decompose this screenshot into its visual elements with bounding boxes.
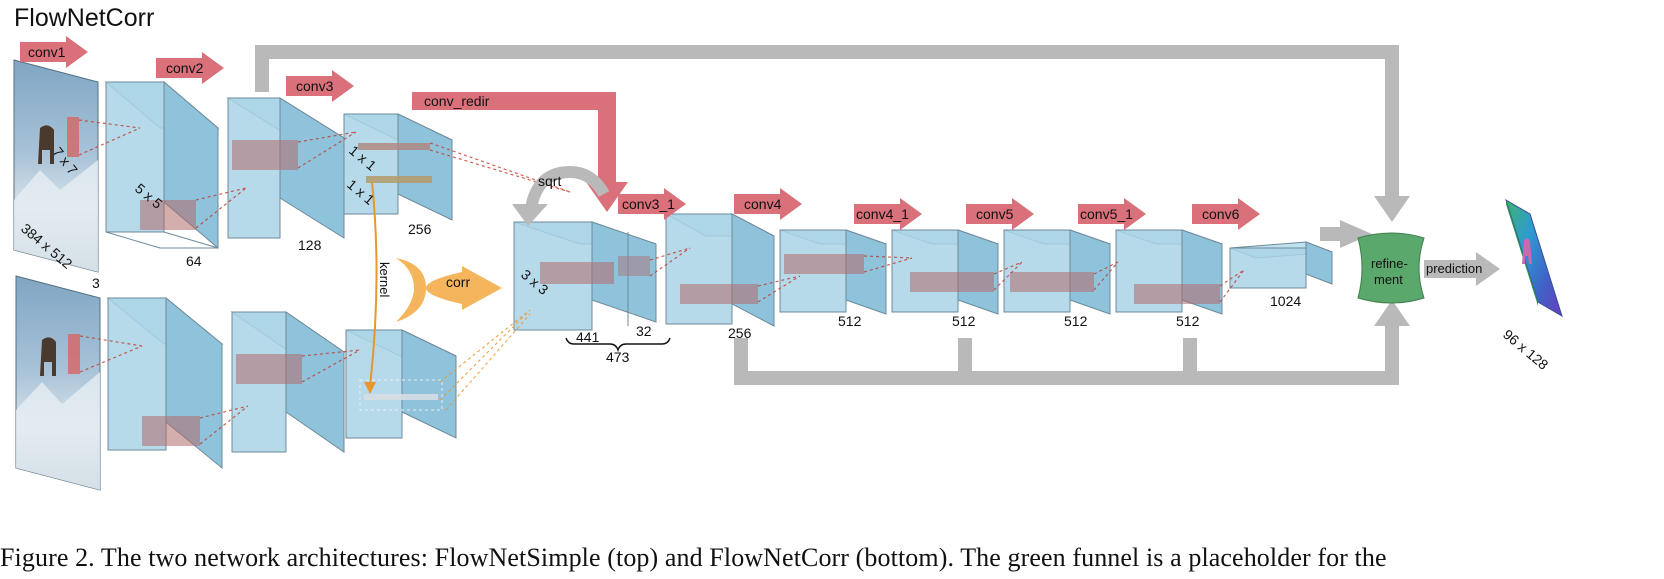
sqrt-label: sqrt xyxy=(538,173,561,189)
conv4_1-label: conv4_1 xyxy=(856,206,909,222)
conv3-label: conv3 xyxy=(296,78,334,94)
conv-arrows xyxy=(20,36,1260,230)
block-conv1-output xyxy=(104,80,220,250)
dim-512-b: 512 xyxy=(952,313,976,329)
block-conv4-output xyxy=(779,229,887,315)
output-flow-image xyxy=(1505,198,1563,318)
corr-arrow xyxy=(396,258,502,322)
dim-128: 128 xyxy=(298,237,322,253)
conv5-label: conv5 xyxy=(976,206,1014,222)
refinement-label-2: ment xyxy=(1374,272,1403,287)
block-conv5-output xyxy=(1003,229,1111,315)
corr-label: corr xyxy=(446,274,470,290)
conv6-arrow xyxy=(1192,198,1260,230)
conv2-label: conv2 xyxy=(166,60,204,76)
refinement-funnel xyxy=(1357,232,1425,304)
conv5-arrow xyxy=(966,198,1034,230)
block-conv2-output xyxy=(226,97,346,239)
input-image-bottom xyxy=(15,275,101,491)
conv2-arrow xyxy=(156,52,224,84)
block-conv3-output xyxy=(343,113,453,221)
dim-32: 32 xyxy=(636,323,652,339)
kernel-line xyxy=(364,181,378,394)
block-conv3_1-output xyxy=(665,213,775,327)
conv4_1-arrow xyxy=(854,198,922,230)
conv3_1-arrow xyxy=(618,188,686,220)
block-conv3-output-bottom xyxy=(345,329,457,439)
kernel-label: kernel xyxy=(377,262,392,298)
conv4-arrow xyxy=(734,188,802,220)
block-correlation xyxy=(513,221,657,331)
sqrt-arrow xyxy=(512,165,610,226)
block-conv4_1-output xyxy=(891,229,999,315)
conv4-label: conv4 xyxy=(744,196,782,212)
brace-473 xyxy=(565,337,671,353)
conv1-arrow xyxy=(20,36,88,68)
figure-caption: Figure 2. The two network architectures:… xyxy=(0,543,1387,572)
architecture-diagram: conv1 conv2 conv3 conv_redir conv3_1 con… xyxy=(13,36,1563,491)
dim-1024: 1024 xyxy=(1270,293,1301,309)
dim-473: 473 xyxy=(606,349,630,365)
conv5_1-arrow xyxy=(1078,198,1146,230)
diagram-title: FlowNetCorr xyxy=(14,4,155,32)
skip-connections xyxy=(255,45,1399,385)
conv-redir-arrow xyxy=(412,92,628,212)
dim-input-channels: 3 xyxy=(92,275,100,291)
refinement-label-1: refine- xyxy=(1371,256,1408,271)
conv5_1-label: conv5_1 xyxy=(1080,206,1133,222)
block-conv5_1-output xyxy=(1115,229,1223,315)
skip-bottom xyxy=(734,320,1399,385)
skip-top xyxy=(255,45,1399,200)
dim-441: 441 xyxy=(576,329,600,345)
block-conv2-output-bottom xyxy=(230,311,346,453)
conv1-label: conv1 xyxy=(28,44,66,60)
conv-redir-label: conv_redir xyxy=(424,93,490,109)
dim-512-c: 512 xyxy=(1064,313,1088,329)
prediction-label: prediction xyxy=(1426,261,1482,276)
block-conv6-output xyxy=(1229,241,1333,289)
dim-256-b: 256 xyxy=(728,325,752,341)
dim-output: 96 x 128 xyxy=(1500,326,1552,373)
dim-512-d: 512 xyxy=(1176,313,1200,329)
skip-arrowheads xyxy=(1340,196,1500,326)
dim-256-a: 256 xyxy=(408,221,432,237)
block-conv1-output-bottom xyxy=(106,296,224,470)
dim-64: 64 xyxy=(186,253,202,269)
conv6-label: conv6 xyxy=(1202,206,1240,222)
kernel-dashed-lines xyxy=(439,309,531,411)
conv3_1-label: conv3_1 xyxy=(622,196,675,212)
dim-512-a: 512 xyxy=(838,313,862,329)
conv3-arrow xyxy=(286,70,354,102)
input-image-top xyxy=(13,59,99,273)
